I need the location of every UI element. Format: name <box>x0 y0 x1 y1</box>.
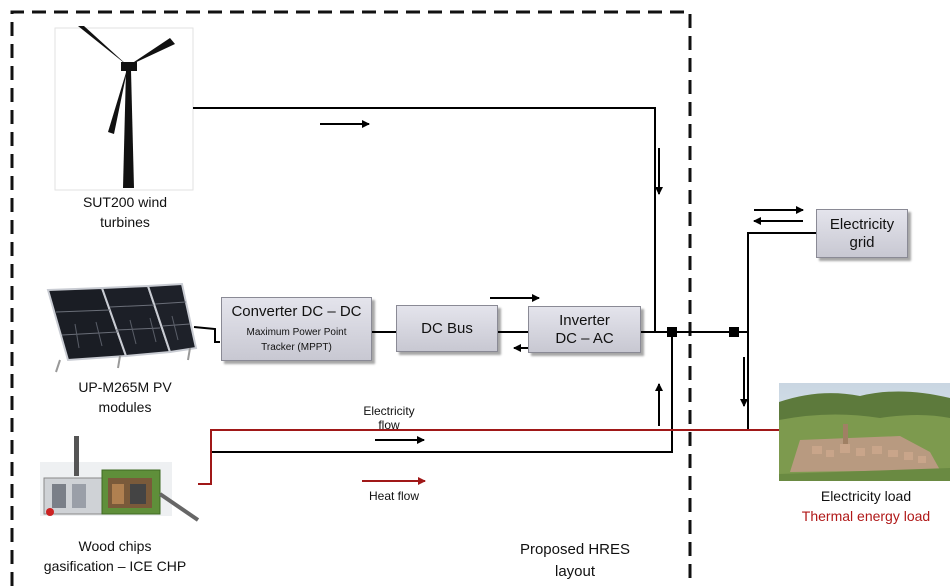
pv-modules-image <box>48 284 196 372</box>
thermal-load-label: Thermal energy load <box>786 506 946 526</box>
chp-label: Wood chips gasification – ICE CHP <box>15 536 215 576</box>
junction-node <box>667 327 677 337</box>
flow-arrows <box>320 124 803 440</box>
heat-flow-label: Heat flow <box>356 489 432 503</box>
wind-label: SUT200 wind turbines <box>40 192 210 232</box>
inverter-box: Inverter DC – AC <box>528 306 641 353</box>
hres-label: Proposed HRES layout <box>500 539 650 583</box>
heat-lines <box>198 430 779 484</box>
inverter-label-2: DC – AC <box>555 330 613 348</box>
electricity-lines <box>193 108 816 452</box>
converter-sub-1: Maximum Power Point <box>246 325 346 340</box>
pv-label: UP-M265M PV modules <box>30 377 220 417</box>
electricity-flow-label: Electricity flow <box>348 404 430 432</box>
chp-plant-image <box>40 436 198 520</box>
converter-title: Converter DC – DC <box>231 303 361 321</box>
dc-bus-label: DC Bus <box>421 320 473 338</box>
electricity-grid-box: Electricity grid <box>816 209 908 258</box>
converter-sub-2: Tracker (MPPT) <box>261 340 332 355</box>
junction-node <box>729 327 739 337</box>
wind-turbine-image <box>55 26 193 190</box>
electricity-load-label: Electricity load <box>786 486 946 506</box>
inverter-label-1: Inverter <box>559 312 610 330</box>
converter-dc-dc-box: Converter DC – DC Maximum Power Point Tr… <box>221 297 372 361</box>
grid-label-1: Electricity <box>830 216 894 234</box>
dc-bus-box: DC Bus <box>396 305 498 352</box>
grid-label-2: grid <box>849 234 874 252</box>
village-image <box>779 383 950 481</box>
